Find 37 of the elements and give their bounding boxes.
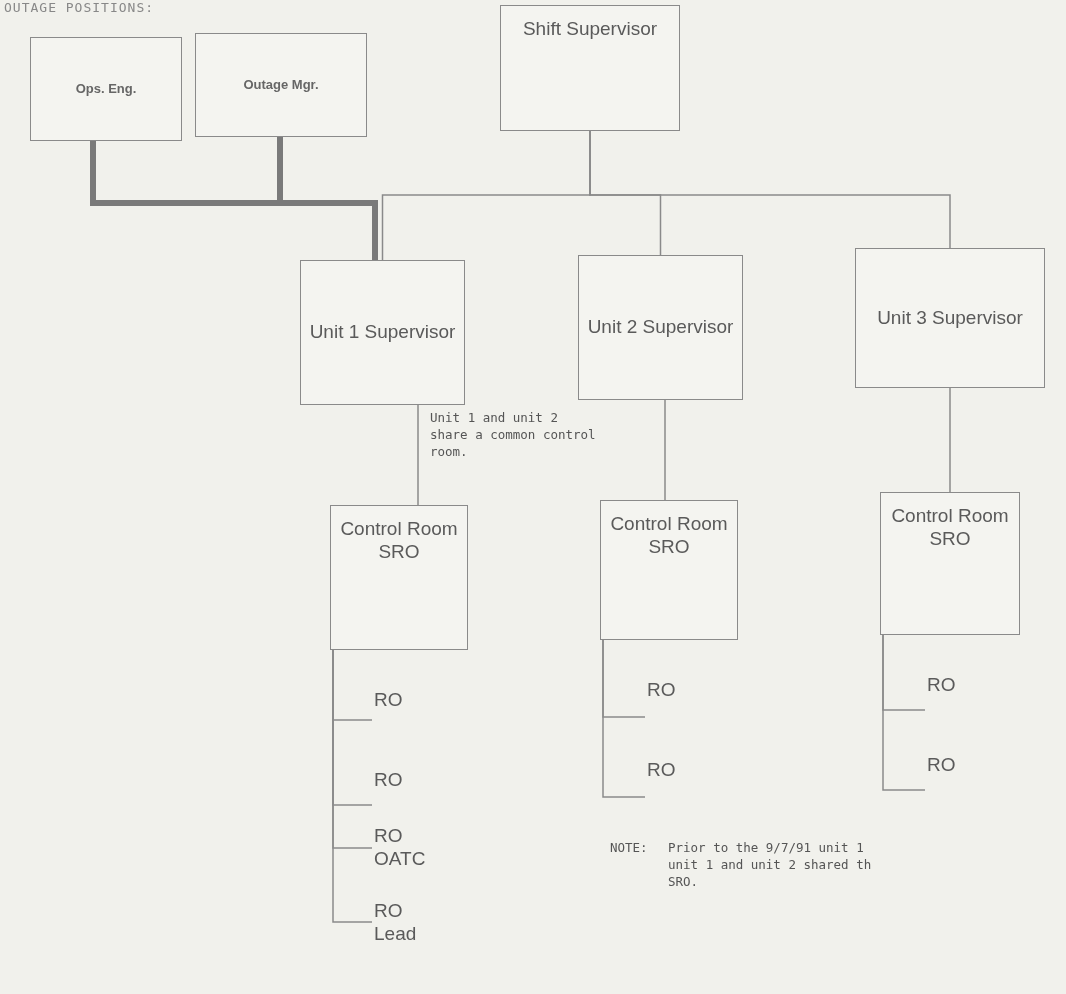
connector-line (417, 404, 419, 506)
position-title: RO (647, 678, 676, 702)
position-title: Outage Mgr. (243, 77, 319, 93)
thick-connector-line (277, 137, 378, 260)
position-title: RO (374, 768, 403, 792)
position-box (578, 255, 743, 400)
position-title: Unit 3 Supervisor (877, 306, 1023, 330)
position-box (195, 33, 367, 137)
note-text: Unit 1 and unit 2 share a common control room. (430, 410, 597, 461)
connector-line (664, 399, 666, 501)
note-heading: NOTE: (610, 840, 648, 857)
position-box (300, 260, 465, 405)
position-title: RO (927, 673, 956, 697)
position-title: RO (647, 758, 676, 782)
connector-line (949, 387, 951, 493)
position-box (880, 492, 1020, 635)
position-title: Control Room SRO (609, 513, 729, 559)
position-title: RO (374, 688, 403, 712)
position-title: Control Room SRO (890, 505, 1010, 551)
position-title: Unit 1 Supervisor (309, 321, 456, 344)
position-title: Shift Supervisor (522, 18, 658, 41)
connector-line (332, 649, 373, 923)
position-title: Ops. Eng. (75, 81, 137, 97)
position-title: RO (927, 753, 956, 777)
heading: OUTAGE POSITIONS: (4, 0, 155, 15)
position-box (855, 248, 1045, 388)
connector-line (602, 639, 646, 798)
position-box (330, 505, 468, 650)
position-title: RO Lead (374, 900, 418, 946)
position-title: Control Room SRO (339, 518, 459, 564)
note-text: Prior to the 9/7/91 unit 1 unit 1 and unit 2 shared th SRO. (668, 840, 873, 891)
position-title: RO OATC (374, 825, 427, 871)
position-box (500, 5, 680, 131)
connector-line (882, 634, 926, 791)
position-box (600, 500, 738, 640)
position-box (30, 37, 182, 141)
position-title: Unit 2 Supervisor (587, 316, 734, 339)
